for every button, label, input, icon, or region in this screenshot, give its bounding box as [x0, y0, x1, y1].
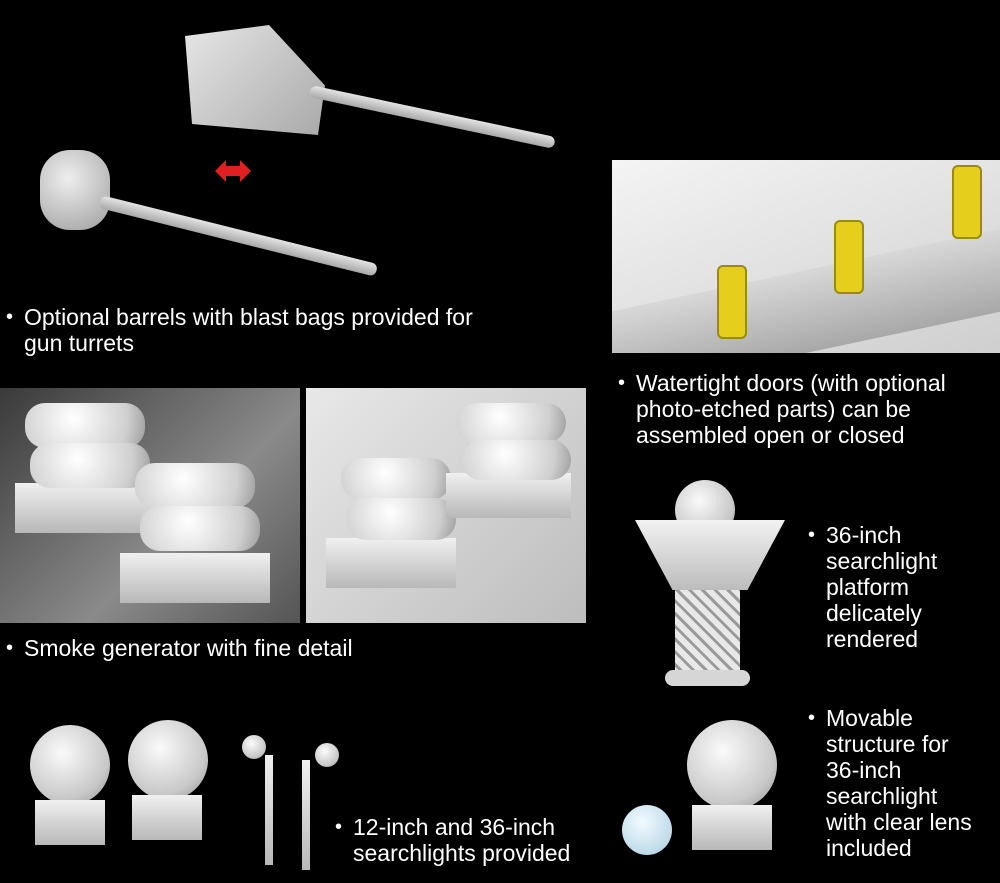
caption-line: Movable	[826, 705, 913, 731]
clear-lens	[622, 805, 672, 855]
caption-line: photo-etched parts) can be	[636, 396, 911, 422]
caption-smoke-generator: • Smoke generator with fine detail	[6, 635, 353, 661]
caption-line: with clear lens	[826, 809, 972, 835]
bullet-icon: •	[6, 306, 14, 328]
caption-searchlights: • 12-inch and 36-inch searchlights provi…	[335, 814, 571, 866]
movable-structure-image	[622, 705, 802, 870]
bullet-icon: •	[618, 372, 626, 394]
caption-line: Watertight doors (with optional	[636, 370, 946, 396]
caption-line: platform	[826, 574, 910, 600]
smoke-generator-image-left	[0, 388, 300, 623]
watertight-doors-image	[612, 160, 1000, 353]
caption-line: included	[826, 835, 912, 861]
caption-line: Optional barrels with blast bags provide…	[24, 304, 473, 330]
caption-line: 12-inch and 36-inch	[353, 814, 556, 840]
caption-searchlight-platform: • 36-inch searchlight platform delicatel…	[808, 522, 938, 652]
caption-line: 36-inch	[826, 522, 902, 548]
bullet-icon: •	[6, 637, 14, 659]
caption-line: delicately	[826, 600, 922, 626]
barrels-image	[40, 0, 560, 277]
bullet-icon: •	[808, 707, 816, 729]
caption-line: searchlights provided	[353, 840, 571, 866]
caption-line: 36-inch	[826, 757, 902, 783]
caption-line: Smoke generator with fine detail	[24, 635, 353, 661]
caption-line: searchlight	[826, 548, 938, 574]
caption-line: assembled open or closed	[636, 422, 905, 448]
bullet-icon: •	[335, 816, 343, 838]
searchlights-image	[20, 715, 340, 875]
smoke-generator-image-right	[306, 388, 586, 623]
caption-barrels: • Optional barrels with blast bags provi…	[6, 304, 473, 356]
caption-line: searchlight	[826, 783, 938, 809]
plain-barrel-breech	[40, 150, 110, 230]
caption-line: rendered	[826, 626, 919, 652]
double-arrow-icon	[215, 158, 251, 184]
blast-bag-barrel	[185, 25, 325, 135]
caption-line: gun turrets	[24, 330, 134, 356]
bullet-icon: •	[808, 524, 816, 546]
caption-movable-structure: • Movable structure for 36-inch searchli…	[808, 705, 972, 861]
caption-watertight-doors: • Watertight doors (with optional photo-…	[618, 370, 946, 448]
searchlight-platform-image	[630, 480, 790, 690]
caption-line: structure for	[826, 731, 949, 757]
